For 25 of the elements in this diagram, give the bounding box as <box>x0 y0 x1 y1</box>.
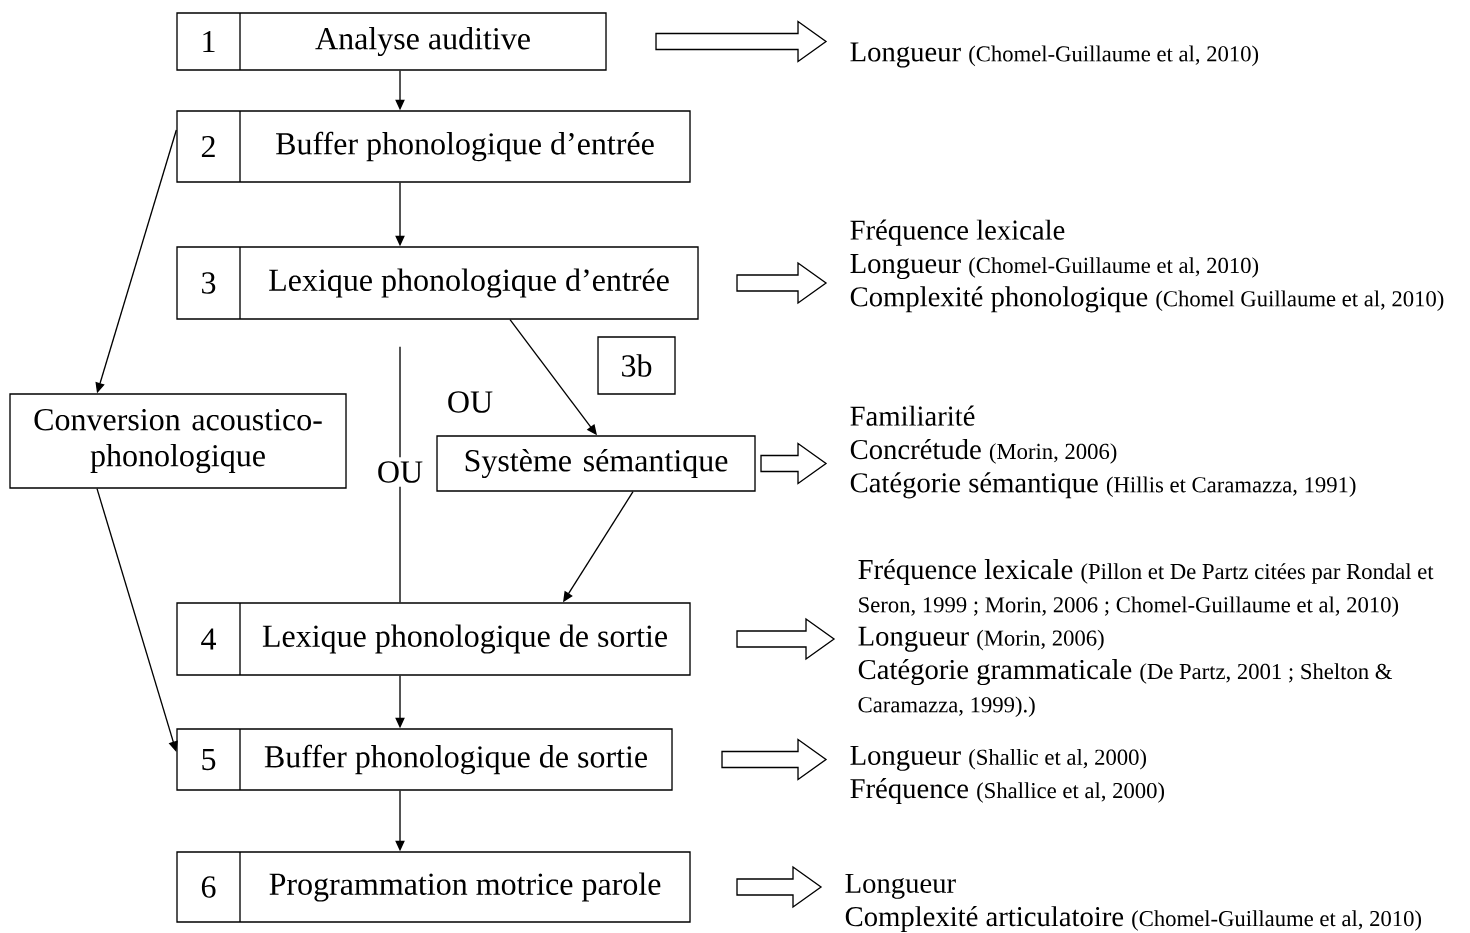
process-box: Système sémantique <box>436 435 756 492</box>
factor-list: Longueur (Shallic et al, 2000) Fréquence (Shallice et al, 2000) <box>850 745 1164 805</box>
process-box: 1 Analyse auditive <box>176 12 607 71</box>
block-arrow <box>760 442 828 485</box>
process-box: 2 Buffer phonologique d’entrée <box>176 110 691 183</box>
block-arrow <box>736 617 836 661</box>
factor-list: Fréquence lexicale (Pillon et De Partz citées par Rondal et Seron, 1999 ; Morin, 2006 ; Chomel-Guillaume et al, 2010) Longueur (Morin, 2006) Catégorie grammaticale (De Partz, 2001 ; Shelton & Caramazza, 1999).) <box>858 558 1434 718</box>
edge-label: OU <box>372 457 428 487</box>
factor-list: Familiarité Concrétude (Morin, 2006) Catégorie sémantique (Hillis et Caramazza, 1991) <box>850 405 1356 499</box>
process-box: 5 Buffer phonologique de sortie <box>176 728 673 791</box>
factor-list: Fréquence lexicale Longueur (Chomel-Guillaume et al, 2010) Complexité phonologique (Chomel Guillaume et al, 2010) <box>850 219 1444 313</box>
factor-list: Longueur Complexité articulatoire (Chomel-Guillaume et al, 2010) <box>845 873 1421 933</box>
factor-list: Longueur (Chomel-Guillaume et al, 2010) <box>850 42 1259 68</box>
block-arrow <box>736 865 823 909</box>
connector-line <box>399 346 401 603</box>
process-box: 3b <box>597 336 676 395</box>
choice-label: OU <box>448 391 493 413</box>
arrow <box>96 488 178 752</box>
block-arrow <box>736 261 828 305</box>
process-box: Conversion acoustico-phonologique <box>9 393 347 489</box>
process-box: 6 Programmation motrice parole <box>176 851 691 923</box>
block-arrow <box>655 20 828 63</box>
process-box: 3 Lexique phonologique d’entrée <box>176 246 699 320</box>
process-box: 4 Lexique phonologique de sortie <box>176 602 691 676</box>
block-arrow <box>721 738 828 781</box>
